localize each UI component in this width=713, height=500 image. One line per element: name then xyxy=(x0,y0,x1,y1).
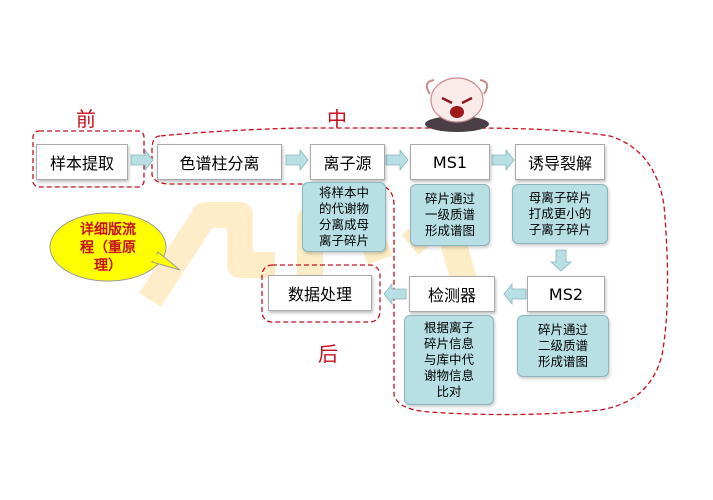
label-before: 前 xyxy=(76,107,96,131)
arrow-chromatography-to-ion-source xyxy=(285,148,309,172)
callout-text: 详细版流 程（重原 理） xyxy=(80,222,136,274)
label-middle: 中 xyxy=(327,107,347,131)
arrow-ion-source-to-ms1 xyxy=(385,148,409,172)
step-data-processing: 数据处理 xyxy=(268,275,372,311)
arrow-ms2-to-detector xyxy=(503,282,527,306)
step-sample-extract: 样本提取 xyxy=(36,144,128,180)
step-ms1: MS1 xyxy=(410,144,490,180)
arrow-ms1-to-fragmentation xyxy=(491,148,515,172)
note-ion-source: 将样本中 的代谢物 分离成母 离子碎片 xyxy=(302,182,386,252)
step-ms2: MS2 xyxy=(527,276,605,312)
middle-region-outline xyxy=(151,127,669,416)
mascot-icon xyxy=(425,77,489,132)
callout-bubble xyxy=(49,212,181,282)
note-induced-fragmentation: 母离子碎片 打成更小的 子离子碎片 xyxy=(512,184,608,244)
step-ion-source: 离子源 xyxy=(310,144,385,180)
label-after: 后 xyxy=(318,342,338,366)
note-ms1: 碎片通过 一级质谱 形成谱图 xyxy=(410,184,490,246)
step-chromatography: 色谱柱分离 xyxy=(157,144,282,180)
note-detector: 根据离子 碎片信息 与库中代 谢物信息 比对 xyxy=(404,315,494,405)
after-region-outline xyxy=(261,264,381,323)
arrow-fragmentation-to-ms2 xyxy=(549,249,573,272)
step-induced-fragmentation: 诱导裂解 xyxy=(515,144,605,180)
arrow-sample-to-chromatography xyxy=(130,148,154,172)
arrow-detector-to-data xyxy=(383,282,407,306)
note-ms2: 碎片通过 二级质谱 形成谱图 xyxy=(517,315,609,377)
step-detector: 检测器 xyxy=(409,276,495,312)
